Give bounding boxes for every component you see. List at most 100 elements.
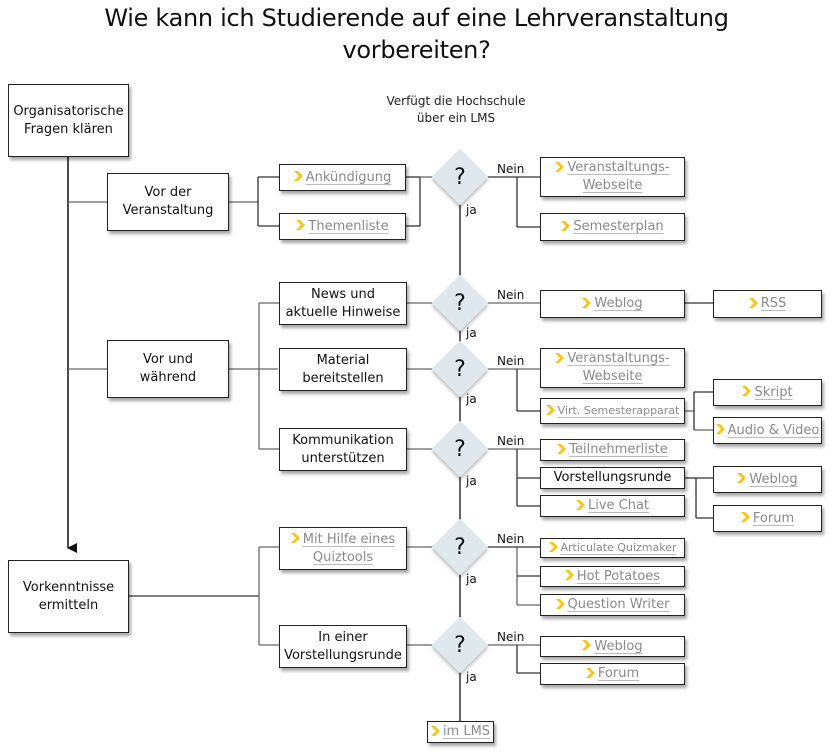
chevron-right-icon: [290, 533, 300, 543]
yes-label: ja: [466, 474, 477, 488]
no-label: Nein: [497, 288, 525, 302]
link-weblog-news[interactable]: Weblog: [540, 290, 685, 318]
chevron-right-icon: [582, 297, 592, 308]
task-label-line: unterstützen: [301, 450, 385, 466]
chevron-right-icon: [555, 352, 565, 363]
chevron-right-icon: [557, 443, 567, 454]
no-label: Nein: [497, 162, 525, 176]
chevron-right-icon: [296, 220, 306, 230]
task-label-line: In einer: [318, 629, 368, 645]
link-label: Hot Potatoes: [576, 568, 661, 584]
link-label: Question Writer: [567, 597, 670, 612]
step-label-line: Fragen klären: [24, 121, 113, 137]
link-live-chat[interactable]: Live Chat: [540, 495, 685, 517]
question-mark-icon: ?: [454, 534, 466, 560]
task-kommunikation-unterstuetzen: Kommunikation unterstützen: [279, 428, 407, 471]
chevron-right-icon: [582, 640, 592, 650]
question-mark-icon: ?: [454, 436, 466, 462]
title-line-2: vorbereiten?: [342, 36, 491, 64]
link-forum-vorstellung[interactable]: Forum: [540, 663, 685, 685]
chevron-right-icon: [555, 598, 565, 609]
link-themenliste[interactable]: Themenliste: [279, 213, 406, 240]
link-label: Mit Hilfe eines: [302, 531, 396, 547]
question-mark-icon: ?: [454, 632, 466, 658]
yes-label: ja: [466, 670, 477, 684]
chevron-right-icon: [564, 570, 574, 580]
chevron-right-icon: [561, 220, 571, 231]
question-mark-icon: ?: [454, 356, 466, 382]
link-label: Articulate Quizmaker: [560, 541, 677, 554]
no-label: Nein: [497, 630, 525, 644]
link-forum-kommunikation[interactable]: Forum: [713, 505, 822, 532]
task-label-line: Kommunikation: [292, 432, 394, 448]
link-label: Quiztools: [312, 549, 374, 565]
chevron-right-icon: [555, 161, 565, 172]
question-line-1: Verfügt die Hochschule: [386, 94, 526, 108]
phase-vor-und-waehrend: Vor und während: [107, 340, 229, 398]
task-label-line: Vorstellungsrunde: [284, 647, 402, 663]
link-ankuendigung[interactable]: Ankündigung: [279, 164, 406, 191]
phase-label-line: während: [139, 370, 197, 385]
link-question-writer[interactable]: Question Writer: [540, 594, 685, 616]
step-label-line: Vorkenntnisse: [22, 579, 115, 595]
phase-label-line: Veranstaltung: [122, 203, 214, 218]
link-label: im LMS: [442, 724, 491, 739]
link-weblog-vorstellung[interactable]: Weblog: [540, 636, 685, 657]
phase-label-line: Vor der: [144, 185, 192, 200]
step-label-line: ermitteln: [38, 597, 99, 613]
link-articulate-quizmaker[interactable]: Articulate Quizmaker: [540, 538, 685, 558]
task-label-line: aktuelle Hinweise: [285, 304, 401, 320]
option-label: Vorstellungsrunde: [553, 470, 672, 485]
link-hot-potatoes[interactable]: Hot Potatoes: [540, 566, 685, 587]
chevron-right-icon: [742, 386, 752, 396]
question-mark-icon: ?: [454, 164, 466, 190]
link-veranstaltungs-webseite[interactable]: Veranstaltungs- Webseite: [540, 157, 685, 197]
chevron-right-icon: [293, 171, 303, 181]
chevron-right-icon: [548, 542, 558, 552]
link-semesterplan[interactable]: Semesterplan: [540, 213, 685, 241]
link-teilnehmerliste[interactable]: Teilnehmerliste: [540, 439, 685, 461]
no-label: Nein: [497, 532, 525, 546]
link-label: Virt. Semesterapparat: [557, 404, 680, 417]
link-audio-video[interactable]: Audio & Video: [713, 417, 822, 444]
link-virt-semesterapparat[interactable]: Virt. Semesterapparat: [540, 398, 685, 424]
chevron-right-icon: [715, 424, 725, 434]
chevron-right-icon: [740, 512, 750, 522]
link-label: Forum: [752, 510, 795, 526]
phase-vor-der-veranstaltung: Vor der Veranstaltung: [107, 173, 229, 231]
task-material-bereitstellen: Material bereitstellen: [279, 348, 407, 391]
link-label: Veranstaltungs-: [567, 160, 670, 175]
chevron-right-icon: [430, 725, 440, 736]
link-label: Themenliste: [308, 218, 389, 234]
chevron-right-icon: [585, 667, 595, 678]
link-veranstaltungs-webseite-material[interactable]: Veranstaltungs- Webseite: [540, 348, 685, 388]
task-in-einer-vorstellungsrunde: In einer Vorstellungsrunde: [279, 625, 407, 668]
lms-question-label: Verfügt die Hochschule über ein LMS: [356, 93, 556, 127]
link-im-lms[interactable]: im LMS: [427, 721, 494, 743]
step-vorkenntnisse-ermitteln: Vorkenntnisse ermitteln: [8, 560, 129, 633]
step-organisatorische-fragen: Organisatorische Fragen klären: [8, 84, 129, 157]
link-label: RSS: [760, 296, 787, 311]
chevron-right-icon: [748, 297, 758, 308]
link-label: Live Chat: [587, 498, 650, 513]
step-label-line: Organisatorische: [13, 103, 124, 119]
question-mark-icon: ?: [454, 290, 466, 316]
link-label: Weblog: [594, 296, 643, 311]
link-rss[interactable]: RSS: [713, 290, 822, 318]
yes-label: ja: [466, 203, 477, 217]
link-label: Ankündigung: [305, 169, 392, 185]
question-line-2: über ein LMS: [416, 111, 496, 125]
link-label: Webseite: [582, 178, 643, 193]
link-label: Webseite: [582, 369, 643, 384]
yes-label: ja: [466, 326, 477, 340]
link-label: Audio & Video: [727, 422, 820, 438]
chevron-right-icon: [545, 405, 555, 415]
diagram-title: Wie kann ich Studierende auf eine Lehrve…: [0, 2, 833, 66]
link-label: Forum: [597, 666, 640, 681]
link-skript[interactable]: Skript: [713, 379, 822, 406]
chevron-right-icon: [737, 473, 747, 483]
link-weblog-kommunikation[interactable]: Weblog: [713, 466, 822, 493]
link-label: Teilnehmerliste: [569, 442, 668, 457]
no-label: Nein: [497, 434, 525, 448]
link-quiztools[interactable]: Mit Hilfe eines Quiztools: [279, 527, 407, 570]
